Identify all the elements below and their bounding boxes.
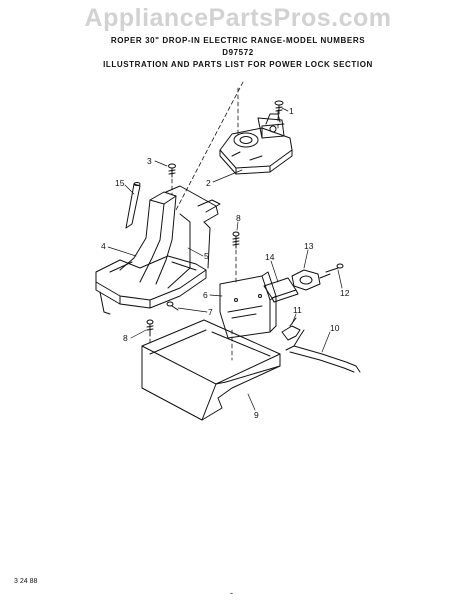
header-model-number: D97572 <box>222 48 254 57</box>
watermark: AppliancePartsPros.com <box>84 4 392 32</box>
screw-part-1 <box>274 100 284 115</box>
spring-clip-part-11 <box>281 317 301 341</box>
cover-tray-part-9 <box>141 319 281 421</box>
callout-10: 10 <box>330 323 340 333</box>
switch-part-13 <box>291 269 331 291</box>
print-date: 3 24 88 <box>14 578 38 585</box>
power-lock-motor-assembly <box>219 113 293 175</box>
mounting-bracket-frame <box>95 185 221 315</box>
header-section-title: ILLUSTRATION AND PARTS LIST FOR POWER LO… <box>103 60 373 69</box>
callout-3: 3 <box>147 156 152 166</box>
callout-4: 4 <box>101 241 106 251</box>
callout-7: 7 <box>208 307 213 317</box>
pin-part-15 <box>125 182 141 229</box>
switch-bracket-part-14 <box>263 277 299 303</box>
callout-12: 12 <box>340 288 350 298</box>
screw-part-8-upper <box>232 231 240 249</box>
callout-13: 13 <box>304 241 314 251</box>
screw-part-12 <box>325 263 344 273</box>
callout-5: 5 <box>204 251 209 261</box>
callout-15: 15 <box>115 178 125 188</box>
callout-14: 14 <box>265 252 275 262</box>
callout-leader-lines <box>107 107 343 411</box>
callout-1: 1 <box>289 106 294 116</box>
lock-rod-part-10 <box>285 329 361 373</box>
header-line-1: ROPER 30" DROP-IN ELECTRIC RANGE-MODEL N… <box>110 36 366 45</box>
screw-part-8-lower <box>146 319 154 337</box>
callout-9: 9 <box>254 410 259 420</box>
callout-8-lower: 8 <box>123 333 128 343</box>
mounting-plate-part-6 <box>219 271 277 339</box>
screw-part-3 <box>168 163 176 178</box>
callout-8-upper: 8 <box>236 213 241 223</box>
page-mark: - <box>230 588 233 598</box>
assembly-guide-lines <box>149 81 279 361</box>
screw-part-7 <box>166 301 179 311</box>
callout-labels: 1 2 3 15 8 4 5 13 14 6 12 7 11 10 8 9 <box>101 106 350 420</box>
callout-6: 6 <box>203 290 208 300</box>
callout-2: 2 <box>206 178 211 188</box>
callout-11: 11 <box>293 305 302 315</box>
